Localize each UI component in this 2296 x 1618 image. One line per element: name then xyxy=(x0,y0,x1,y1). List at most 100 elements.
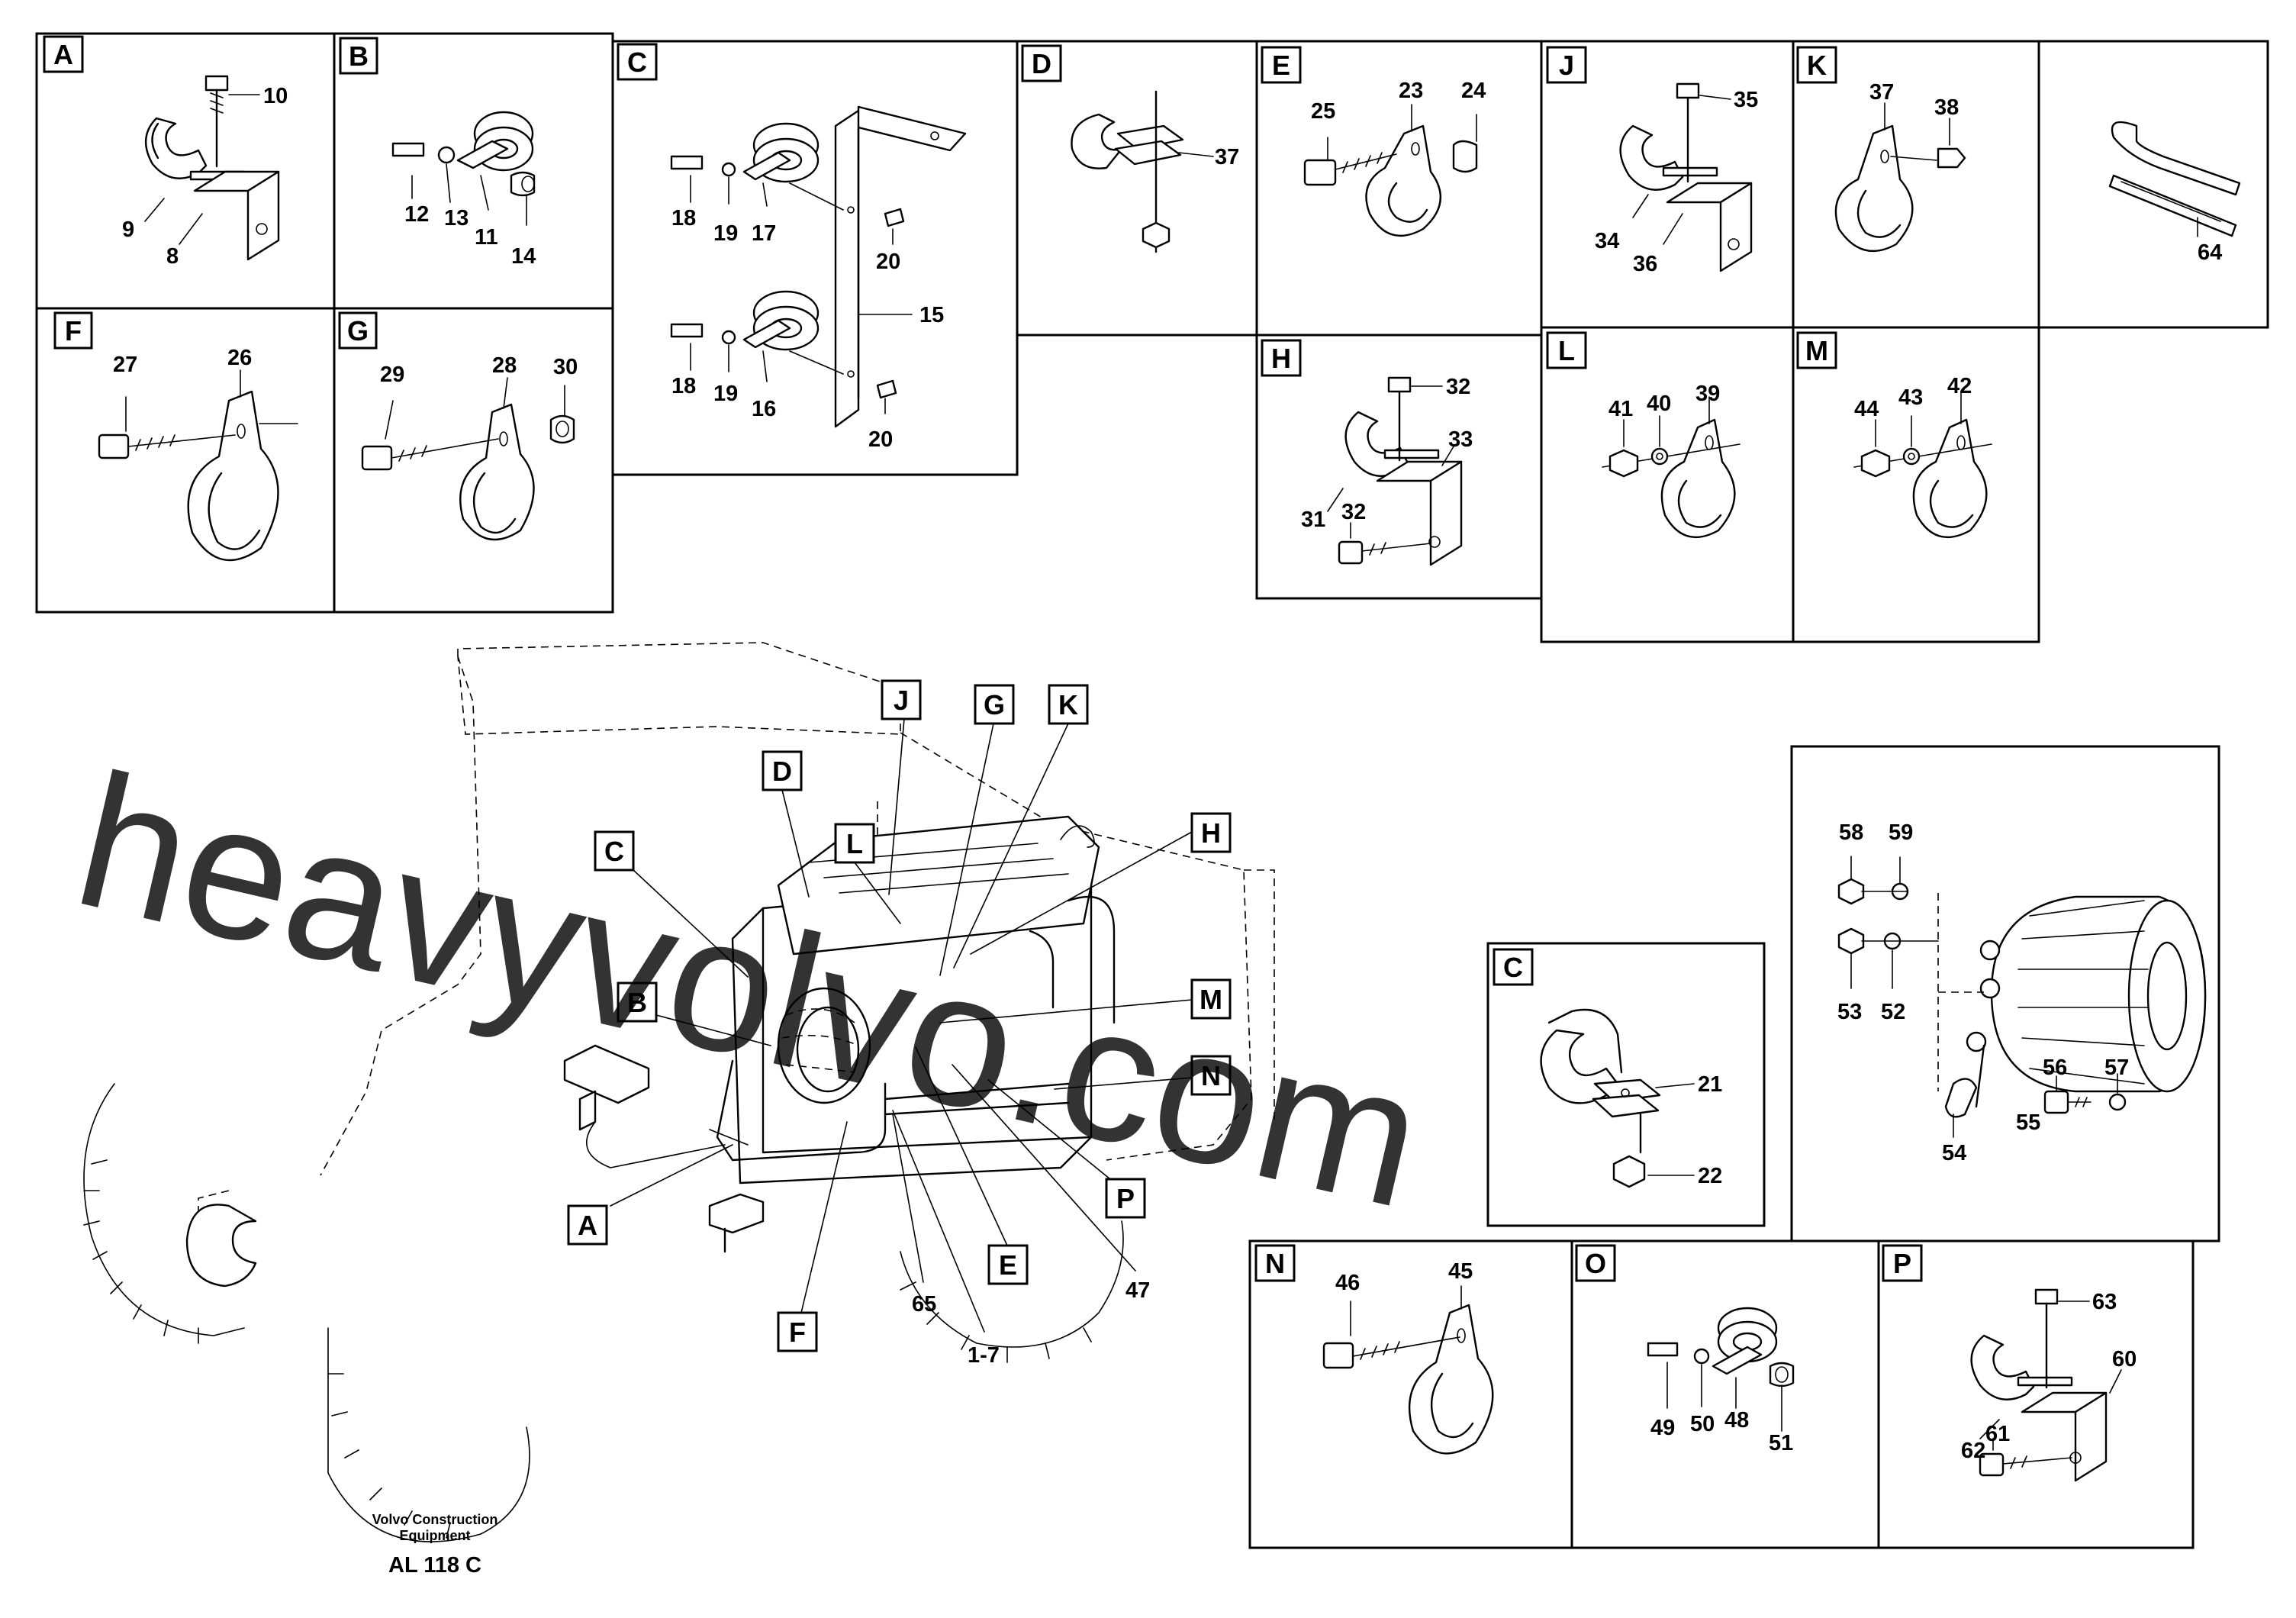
panel-b: B 12 13 11 14 xyxy=(333,32,614,310)
svg-text:P: P xyxy=(1116,1183,1135,1214)
credit-line-1: Volvo Construction xyxy=(372,1512,498,1527)
svg-text:18: 18 xyxy=(671,374,696,398)
panel-d: D 37 xyxy=(1016,40,1258,337)
svg-text:44: 44 xyxy=(1854,397,1879,421)
callouts-k: 37 38 xyxy=(1869,80,1959,146)
main-label-f: F xyxy=(777,1121,848,1352)
svg-text:A: A xyxy=(578,1210,597,1241)
svg-text:43: 43 xyxy=(1898,385,1923,410)
svg-text:15: 15 xyxy=(919,303,944,327)
main-label-j: J xyxy=(881,679,922,895)
svg-text:11: 11 xyxy=(475,225,498,250)
panel-m: M 44 43 42 xyxy=(1792,326,2040,643)
svg-text:54: 54 xyxy=(1942,1141,1966,1165)
panel-o-letter: O xyxy=(1585,1248,1606,1279)
panel-e-letter: E xyxy=(1272,50,1290,81)
svg-text:29: 29 xyxy=(380,363,404,387)
svg-text:52: 52 xyxy=(1881,1000,1905,1024)
svg-text:38: 38 xyxy=(1934,95,1959,120)
svg-text:37: 37 xyxy=(1215,145,1239,169)
svg-text:32: 32 xyxy=(1446,375,1470,399)
panel-f-letter: F xyxy=(65,315,82,346)
panel-l-letter: L xyxy=(1558,335,1575,366)
double-clamp-icon-o xyxy=(1647,1307,1795,1388)
panel-c2-letter: C xyxy=(1503,952,1523,983)
clamp-with-nut-icon xyxy=(1071,90,1184,253)
clamp-with-bracket-icon-j xyxy=(1619,82,1753,272)
credit-line-2: Equipment xyxy=(400,1528,471,1543)
callouts-tie: 64 xyxy=(2197,217,2222,265)
callouts-l: 41 40 39 xyxy=(1608,382,1720,447)
panel-cable-tie: 64 xyxy=(2037,40,2269,329)
svg-text:C: C xyxy=(604,836,624,867)
svg-text:50: 50 xyxy=(1690,1412,1715,1436)
panel-n: N 46 45 xyxy=(1248,1239,1573,1549)
svg-text:G: G xyxy=(984,689,1005,720)
svg-text:J: J xyxy=(894,685,909,716)
panel-j-letter: J xyxy=(1559,50,1574,81)
panel-a-letter: A xyxy=(53,39,73,70)
svg-text:F: F xyxy=(789,1317,806,1348)
svg-text:47: 47 xyxy=(1125,1278,1150,1303)
callouts-f: 27 26 xyxy=(113,346,252,432)
svg-text:13: 13 xyxy=(444,206,469,230)
svg-text:53: 53 xyxy=(1837,1000,1862,1024)
panel-c: C 18 19 xyxy=(611,40,1019,476)
svg-text:17: 17 xyxy=(752,221,776,246)
callouts-a: 10 9 8 xyxy=(122,84,288,269)
svg-text:21: 21 xyxy=(1698,1072,1722,1097)
svg-text:26: 26 xyxy=(227,346,252,370)
p-clip-icon-k xyxy=(1834,124,1966,252)
svg-text:46: 46 xyxy=(1335,1271,1360,1295)
callouts-e: 25 23 24 xyxy=(1311,79,1486,161)
svg-text:19: 19 xyxy=(713,382,738,406)
panel-f: F 27 26 xyxy=(35,307,336,614)
main-label-b: B xyxy=(617,981,771,1046)
svg-text:23: 23 xyxy=(1399,79,1423,103)
svg-text:35: 35 xyxy=(1734,88,1758,112)
main-view-labels: J G K D L H C xyxy=(567,679,1232,1368)
main-label-g: G xyxy=(939,684,1015,976)
main-label-l: L xyxy=(834,823,901,924)
svg-text:B: B xyxy=(627,987,647,1018)
main-label-n: N xyxy=(1054,1055,1232,1096)
svg-text:25: 25 xyxy=(1311,99,1335,124)
svg-text:36: 36 xyxy=(1633,252,1657,276)
main-label-c: C xyxy=(594,830,749,978)
svg-text:33: 33 xyxy=(1448,427,1473,452)
panel-a: A 10 9 8 xyxy=(35,32,336,310)
svg-text:E: E xyxy=(999,1249,1017,1281)
panel-d-letter: D xyxy=(1032,48,1051,79)
svg-text:59: 59 xyxy=(1889,820,1913,845)
machine-overview xyxy=(83,642,1275,1542)
svg-text:N: N xyxy=(1201,1060,1221,1091)
svg-text:22: 22 xyxy=(1698,1164,1722,1188)
svg-text:34: 34 xyxy=(1595,229,1619,253)
panel-l: L 41 40 39 xyxy=(1540,326,1795,643)
callouts-m: 44 43 42 xyxy=(1854,374,1972,447)
bracket-with-two-clamps-icon xyxy=(670,105,967,428)
svg-text:55: 55 xyxy=(2016,1110,2040,1135)
svg-text:14: 14 xyxy=(511,244,536,269)
svg-text:12: 12 xyxy=(404,202,429,227)
clamp-with-nut-icon-c2 xyxy=(1540,1008,1661,1188)
main-label-d: D xyxy=(762,750,810,898)
svg-text:H: H xyxy=(1201,817,1221,849)
svg-text:64: 64 xyxy=(2198,240,2222,265)
svg-text:D: D xyxy=(772,756,792,787)
svg-text:L: L xyxy=(846,828,863,859)
svg-text:32: 32 xyxy=(1341,500,1366,524)
p-clip-with-bolt-icon-f xyxy=(98,390,298,562)
svg-text:37: 37 xyxy=(1869,80,1894,105)
p-clip-with-bolt-icon xyxy=(1303,124,1478,237)
callouts-c: 18 19 17 20 15 18 19 16 20 xyxy=(671,175,944,452)
panel-p: P 63 60 62 61 xyxy=(1877,1239,2195,1549)
svg-text:58: 58 xyxy=(1839,820,1863,845)
clamp-with-bracket-icon-h xyxy=(1338,376,1463,566)
callouts-h: 32 33 31 32 xyxy=(1301,375,1473,539)
svg-text:20: 20 xyxy=(876,250,900,274)
panel-e: E 25 23 24 xyxy=(1255,40,1543,337)
svg-text:19: 19 xyxy=(713,221,738,246)
svg-text:30: 30 xyxy=(553,355,578,379)
